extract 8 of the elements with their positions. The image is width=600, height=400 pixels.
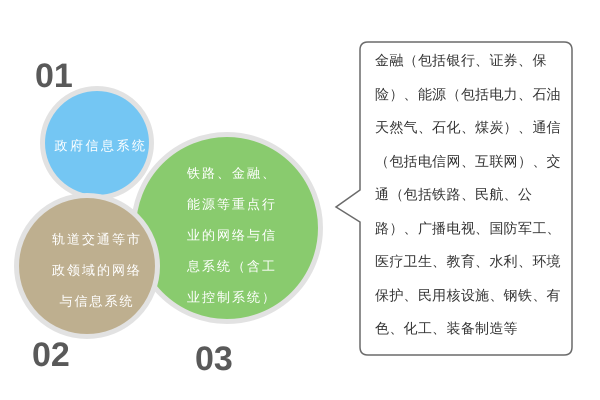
step-number: 01 [35,59,73,93]
circle-label: 政府信息系统 [54,138,148,156]
circle-label: 铁路、金融、能源等重点行业的网络与信息系统（含工业控制系统） [187,166,278,308]
callout-bubble [334,40,574,357]
circle-label: 轨道交通等市政领域的网络与信息系统 [51,232,143,312]
callout-text: 金融（包括银行、证券、保险）、能源（包括电力、石油天然气、石化、煤炭）、通信（包括电信网、互联网）、交通（包括铁路、民航、公路）、广播电视、国防军工、医疗卫生、教育、水利、环境保护、民用核设施、钢铁、有色、化工、装备制造等 [375,52,562,339]
step-number: 02 [32,338,70,372]
step-number: 03 [195,342,233,376]
